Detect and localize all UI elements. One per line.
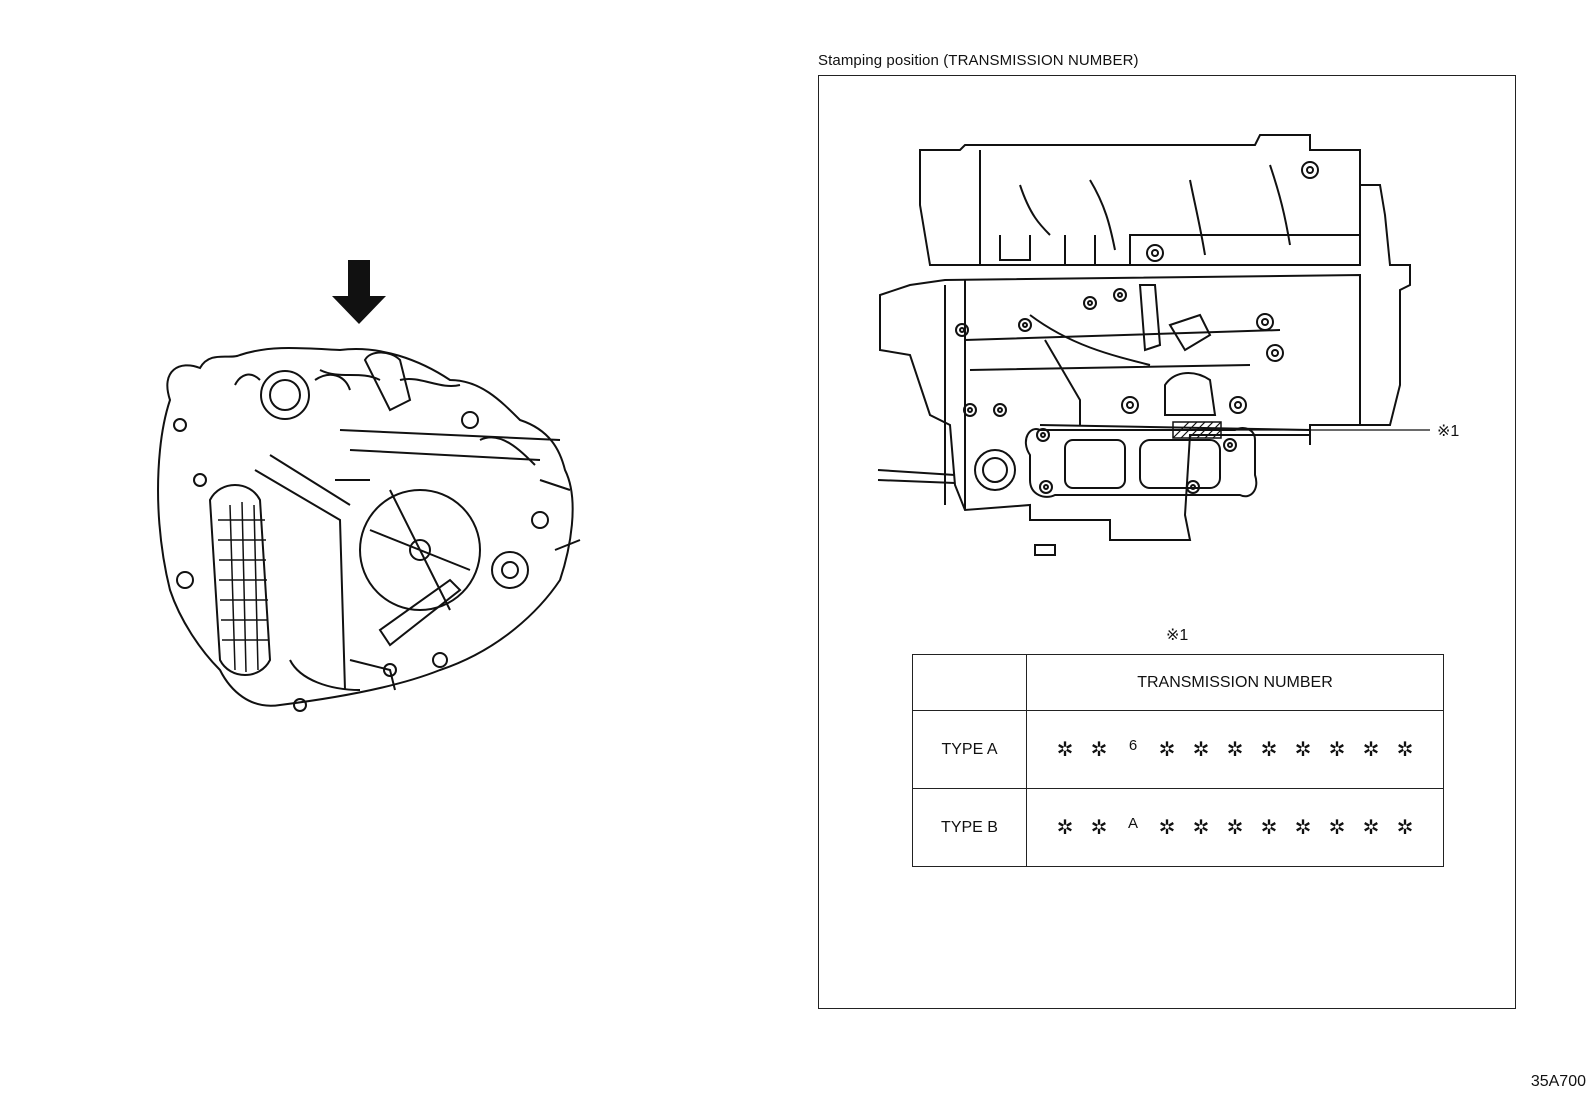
- table-header-row: TRANSMISSION NUMBER: [912, 654, 1444, 711]
- digit: ✲: [1056, 739, 1074, 761]
- digit: ✲: [1090, 817, 1108, 839]
- transmission-number-table: TRANSMISSION NUMBER TYPE A ✲ ✲ 6 ✲ ✲ ✲ ✲…: [912, 654, 1444, 867]
- digit: A: [1127, 815, 1138, 832]
- digit: ✲: [1056, 817, 1074, 839]
- digit: ✲: [1396, 817, 1414, 839]
- transmission-isometric-illustration: [157, 260, 581, 712]
- row-number-pattern: ✲ ✲ A ✲ ✲ ✲ ✲ ✲ ✲ ✲ ✲: [1026, 788, 1444, 867]
- digit: ✲: [1226, 739, 1244, 761]
- row-type-label: TYPE B: [912, 788, 1027, 867]
- header-cell-empty: [912, 654, 1027, 711]
- table-row: TYPE B ✲ ✲ A ✲ ✲ ✲ ✲ ✲ ✲ ✲ ✲: [912, 788, 1444, 867]
- digit: ✲: [1158, 817, 1176, 839]
- digit: ✲: [1192, 739, 1210, 761]
- digit: ✲: [1260, 817, 1278, 839]
- drawing-code: 35A700: [1530, 1073, 1586, 1090]
- digit: ✲: [1226, 817, 1244, 839]
- reference-mark-label: ※1: [1437, 423, 1460, 440]
- digit: ✲: [1260, 739, 1278, 761]
- row-type-label: TYPE A: [912, 710, 1027, 789]
- stamp-location-hatch: [1172, 421, 1222, 439]
- digit: ✲: [1396, 739, 1414, 761]
- digit: 6: [1128, 737, 1138, 754]
- transmission-side-view-illustration: [877, 134, 1430, 556]
- digit: ✲: [1090, 739, 1108, 761]
- row-number-pattern: ✲ ✲ 6 ✲ ✲ ✲ ✲ ✲ ✲ ✲ ✲: [1026, 710, 1444, 789]
- table-row: TYPE A ✲ ✲ 6 ✲ ✲ ✲ ✲ ✲ ✲ ✲ ✲: [912, 710, 1444, 789]
- down-arrow-icon: [332, 260, 386, 324]
- digit: ✲: [1328, 817, 1346, 839]
- digit: ✲: [1192, 817, 1210, 839]
- digit: ✲: [1328, 739, 1346, 761]
- diagram-caption: Stamping position (TRANSMISSION NUMBER): [818, 52, 1139, 69]
- table-reference-mark: ※1: [1166, 627, 1189, 644]
- digit: ✲: [1158, 739, 1176, 761]
- digit: ✲: [1294, 739, 1312, 761]
- digit: ✲: [1362, 739, 1380, 761]
- digit: ✲: [1294, 817, 1312, 839]
- header-cell-transmission-number: TRANSMISSION NUMBER: [1026, 654, 1444, 711]
- digit: ✲: [1362, 817, 1380, 839]
- detail-frame: [818, 75, 1516, 1009]
